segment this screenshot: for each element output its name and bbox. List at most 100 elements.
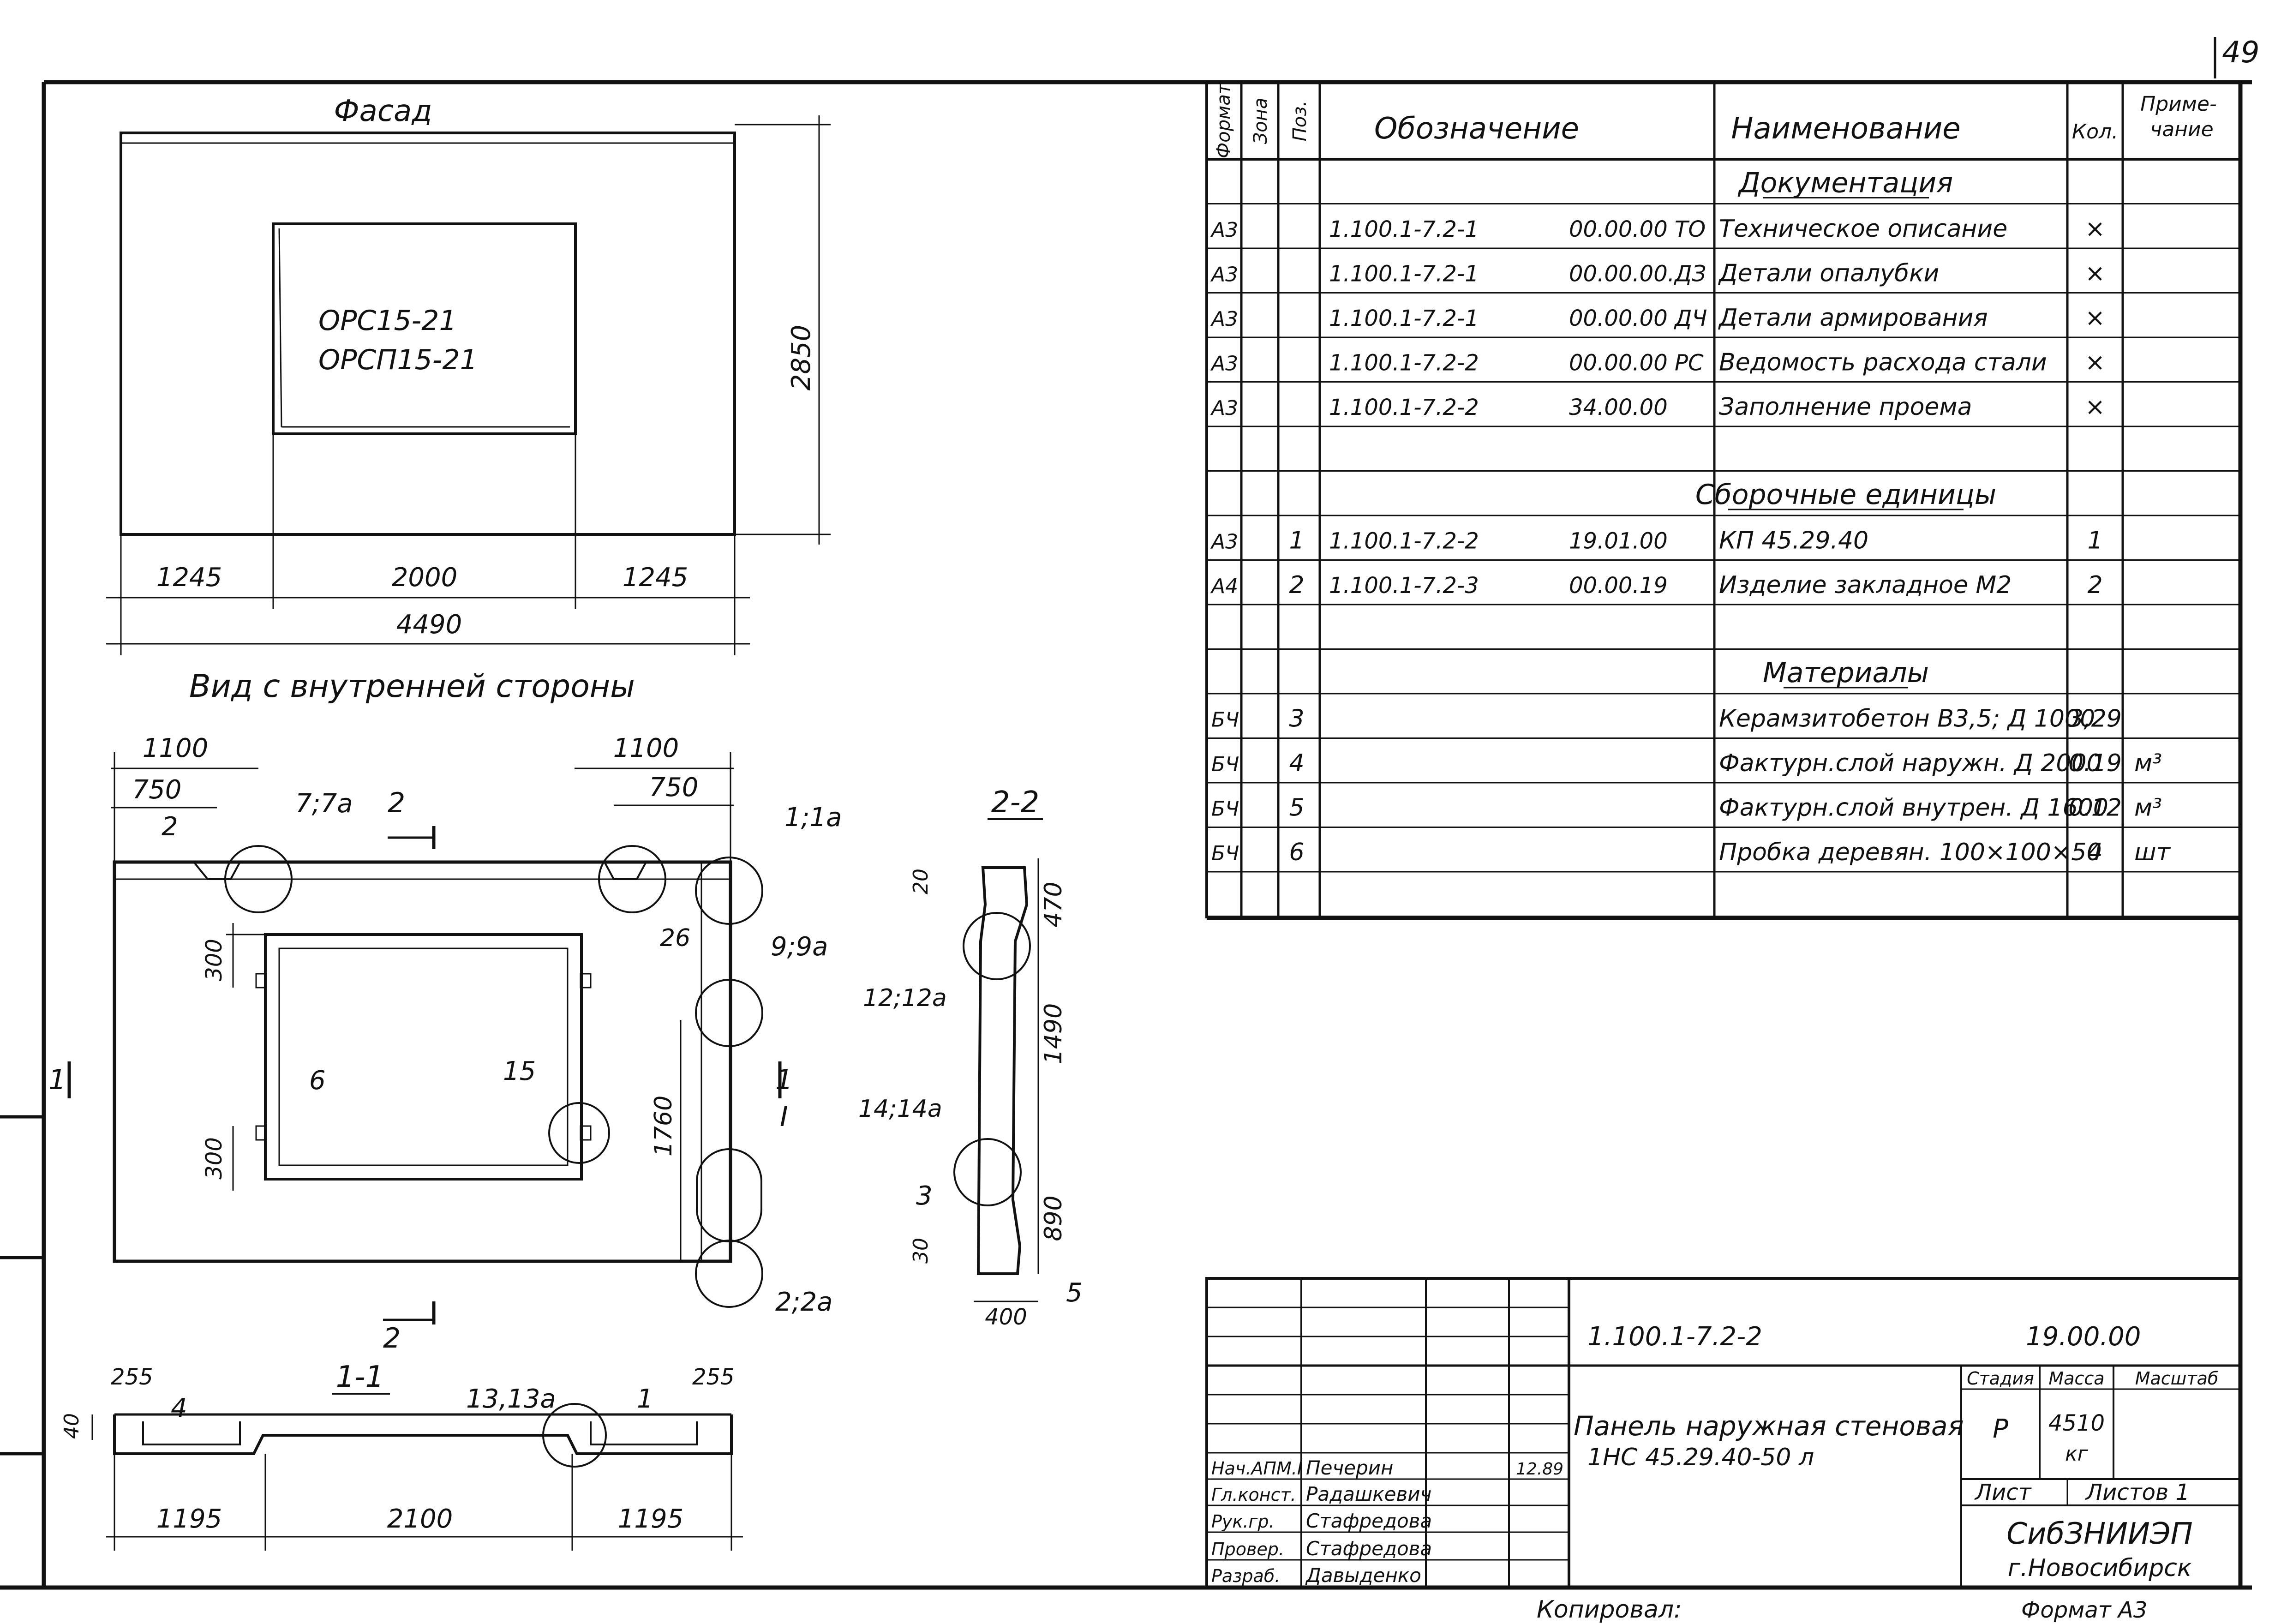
header-designation: Обозначение <box>1374 112 1579 146</box>
callout-circle-9 <box>695 979 763 1047</box>
cell-name: Детали опалубки <box>1718 260 1939 288</box>
callout-circle-7 <box>224 845 293 913</box>
stage-value: Р <box>1993 1414 2008 1444</box>
dim-300-bottom: 300 <box>201 1137 227 1180</box>
sheets-label: Листов 1 <box>2085 1480 2190 1505</box>
dim-1490: 1490 <box>1040 1003 1067 1064</box>
embed-plate <box>580 973 592 989</box>
dim-890: 890 <box>1040 1195 1067 1241</box>
callout-1-sec: 1 <box>637 1384 653 1414</box>
cell-qty: 4 <box>2087 839 2102 866</box>
signer-role: Провер. <box>1211 1539 1284 1559</box>
section-2-2-title: 2-2 <box>991 785 1040 820</box>
cell-name: Пробка деревян. 100×100×50 <box>1719 839 2102 866</box>
header-note-line2: чание <box>2150 118 2213 141</box>
dim-1195-right: 1195 <box>618 1504 684 1534</box>
cell-qty: 1 <box>2087 527 2102 555</box>
cell-qty: 0.12 <box>2068 794 2122 822</box>
signer-name: Стафредова <box>1306 1537 1432 1560</box>
dim-255-left: 255 <box>111 1364 153 1390</box>
header-name: Наименование <box>1731 112 1960 146</box>
title-line-2: 1НС 45.29.40-50 л <box>1587 1444 1814 1471</box>
format-label: Формат А3 <box>2021 1597 2147 1623</box>
dim-470: 470 <box>1040 881 1067 927</box>
dim-1195-left: 1195 <box>156 1504 222 1534</box>
dim-750-right: 750 <box>649 773 699 803</box>
signer-name: Печерин <box>1306 1456 1394 1479</box>
cell-qty: × <box>2085 260 2105 288</box>
dim-30: 30 <box>909 1238 933 1264</box>
cell-code: 00.00.00.ДЗ <box>1569 261 1706 287</box>
callout-circle-26 <box>598 845 666 913</box>
facade-opening <box>272 222 577 435</box>
embed-plate <box>255 973 267 989</box>
signer-name: Давыденко <box>1305 1564 1421 1587</box>
inner-view-title: Вид с внутренней стороны <box>189 668 635 705</box>
mass-label: Масса <box>2048 1368 2104 1389</box>
dim-4490: 4490 <box>396 610 462 640</box>
scale-label: Масштаб <box>2135 1368 2219 1389</box>
cell-pos: 5 <box>1289 794 1304 822</box>
callout-circle-12 <box>963 912 1031 980</box>
section-1-1: 1-1 40 255 255 4 13,13а 1 1195 2100 1195 <box>60 1360 743 1551</box>
cell-qty: × <box>2085 215 2105 243</box>
dim-1100-left: 1100 <box>143 733 209 763</box>
callout-I: I <box>780 1101 788 1133</box>
dim-2850: 2850 <box>786 325 816 391</box>
doc-num: 19.00.00 <box>2026 1322 2141 1352</box>
callout-circle-15 <box>548 1102 610 1164</box>
cell-code: 00.00.19 <box>1569 573 1668 599</box>
signer-role: Рук.гр. <box>1211 1511 1275 1532</box>
cell-pos: 3 <box>1289 705 1304 733</box>
section-2-2: 2-2 470 1490 890 20 30 400 12;12а 14;14а… <box>858 785 1083 1330</box>
section-2-2-profile <box>976 866 1029 1275</box>
section-mark-1-right: 1 <box>775 1064 793 1096</box>
notch-right <box>604 862 647 880</box>
frame-rebar-right <box>590 1421 698 1445</box>
facade-title: Фасад <box>334 94 432 128</box>
cell-name: Заполнение проема <box>1719 393 1972 421</box>
inner-view: Вид с внутренней стороны 1100 750 1100 <box>48 668 842 1354</box>
cell-name: КП 45.29.40 <box>1719 527 1868 555</box>
cell-code: 00.00.00 ДЧ <box>1569 306 1707 331</box>
dim-40: 40 <box>60 1413 84 1439</box>
cell-format: БЧ <box>1211 797 1239 821</box>
notch-left <box>193 861 241 880</box>
embed-plate <box>580 1125 592 1141</box>
section-heading: Материалы <box>1763 657 1929 689</box>
callout-26: 26 <box>660 924 690 952</box>
dim-255-right: 255 <box>692 1364 735 1390</box>
cell-designation: 1.100.1-7.2-1 <box>1329 306 1479 331</box>
callout-circle-1 <box>695 857 763 925</box>
header-note: Приме- чание <box>2140 92 2223 141</box>
callout-circle-14 <box>953 1138 1022 1206</box>
callout-circle-13 <box>542 1403 607 1468</box>
frame-rebar-left <box>142 1421 241 1445</box>
signer-name: Стафредова <box>1306 1510 1432 1532</box>
callout-4: 4 <box>171 1393 187 1423</box>
stage-label: Стадия <box>1967 1368 2034 1389</box>
cell-qty: × <box>2085 393 2105 421</box>
cell-name: Ведомость расхода стали <box>1719 349 2047 377</box>
section-heading: Документация <box>1737 167 1953 199</box>
specification-table: Формат Зона Поз. Обозначение Наименовани… <box>1205 82 2240 920</box>
title-line-1: Панель наружная стеновая <box>1574 1410 1964 1442</box>
cell-code: 19.01.00 <box>1569 528 1668 554</box>
cell-qty: 3,29 <box>2068 705 2122 733</box>
callout-2a: 2;2а <box>775 1287 832 1317</box>
embed-plate <box>255 1125 267 1141</box>
cell-qty: × <box>2085 304 2105 332</box>
header-note-line1: Приме- <box>2140 92 2217 116</box>
cell-designation: 1.100.1-7.2-2 <box>1329 350 1479 376</box>
cell-designation: 1.100.1-7.2-2 <box>1329 528 1479 554</box>
cell-pos: 1 <box>1289 527 1304 555</box>
cell-name: Керамзитобетон В3,5; Д 1000 <box>1719 705 2095 733</box>
cell-name: Изделие закладное М2 <box>1719 571 2012 599</box>
section-1-1-title: 1-1 <box>336 1360 384 1394</box>
cell-designation: 1.100.1-7.2-1 <box>1329 261 1479 287</box>
cell-name: Техническое описание <box>1719 215 2007 243</box>
org-name: СибЗНИИЭП <box>2006 1517 2192 1551</box>
signer-role: Гл.конст. <box>1211 1485 1296 1505</box>
cell-code: 00.00.00 ТО <box>1569 216 1706 242</box>
